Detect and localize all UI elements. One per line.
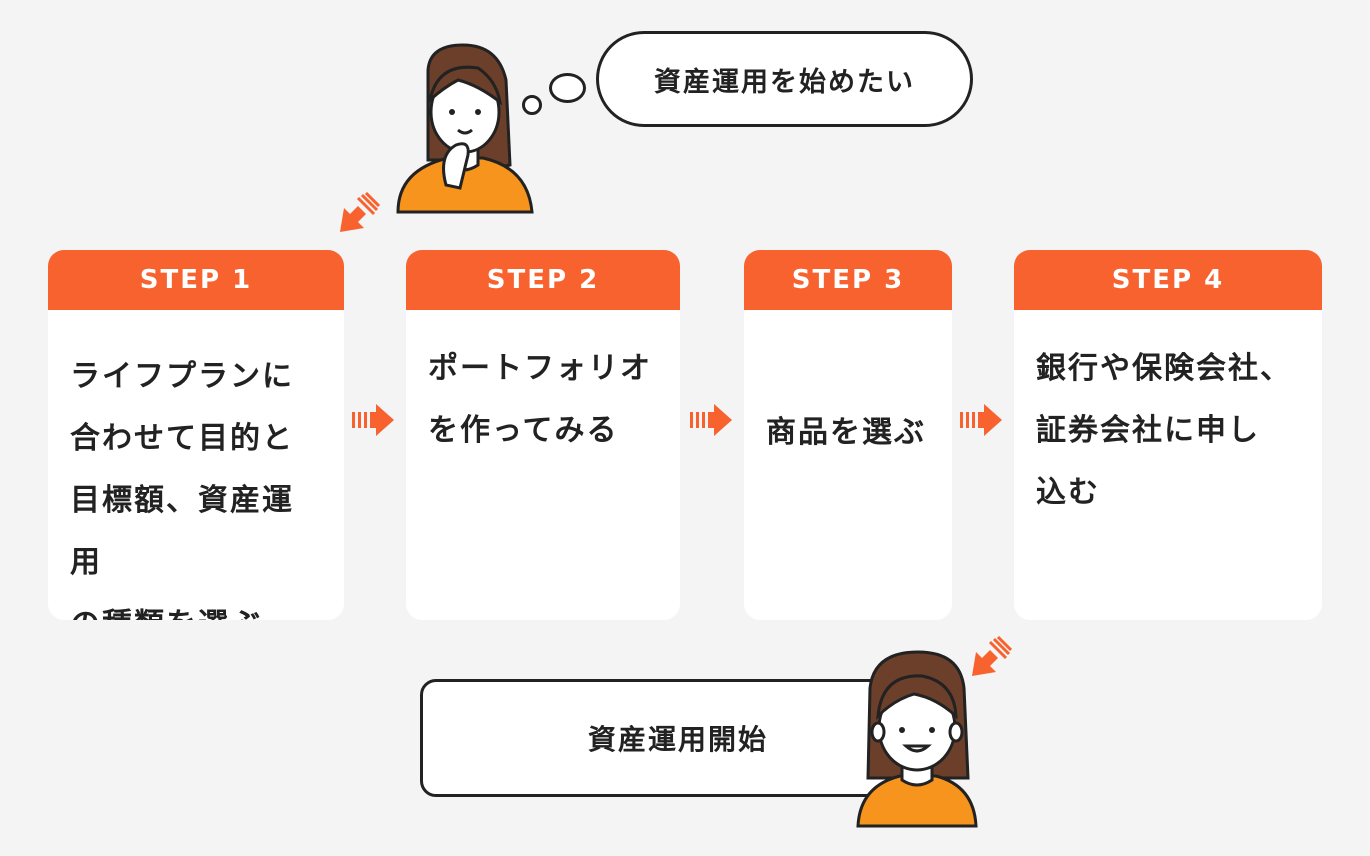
step-2-header: STEP 2 — [406, 250, 680, 310]
diagonal-arrow-icon — [972, 636, 1012, 676]
step-3-header: STEP 3 — [744, 250, 952, 310]
step-2-body: ポートフォリオ を作ってみる — [428, 351, 652, 448]
right-arrow-icon — [690, 404, 732, 436]
step-card-1: STEP 1 ライフプランに 合わせて目的と 目標額、資産運用 の種類を選ぶ — [48, 250, 344, 620]
smiling-woman-illustration — [856, 650, 978, 828]
step-card-4: STEP 4 銀行や保険会社、 証券会社に申し 込む — [1014, 250, 1322, 620]
right-arrow-icon — [352, 404, 394, 436]
thought-bubble: 資産運用を始めたい — [596, 31, 973, 127]
step-4-header: STEP 4 — [1014, 250, 1322, 310]
step-card-3: STEP 3 商品を選ぶ — [744, 250, 952, 620]
result-text: 資産運用開始 — [588, 723, 769, 756]
diagonal-arrow-icon — [340, 192, 380, 232]
thought-dot-small — [522, 95, 542, 115]
step-3-body: 商品を選ぶ — [766, 415, 926, 450]
thinking-woman-illustration — [396, 43, 534, 214]
step-card-2: STEP 2 ポートフォリオ を作ってみる — [406, 250, 680, 620]
step-4-body: 銀行や保険会社、 証券会社に申し 込む — [1036, 351, 1292, 510]
thought-dot-large — [549, 73, 586, 103]
step-1-header: STEP 1 — [48, 250, 344, 310]
thought-bubble-text: 資産運用を始めたい — [654, 66, 915, 98]
result-box: 資産運用開始 — [420, 679, 940, 797]
step-1-body: ライフプランに 合わせて目的と 目標額、資産運用 の種類を選ぶ — [70, 359, 294, 620]
right-arrow-icon — [960, 404, 1002, 436]
